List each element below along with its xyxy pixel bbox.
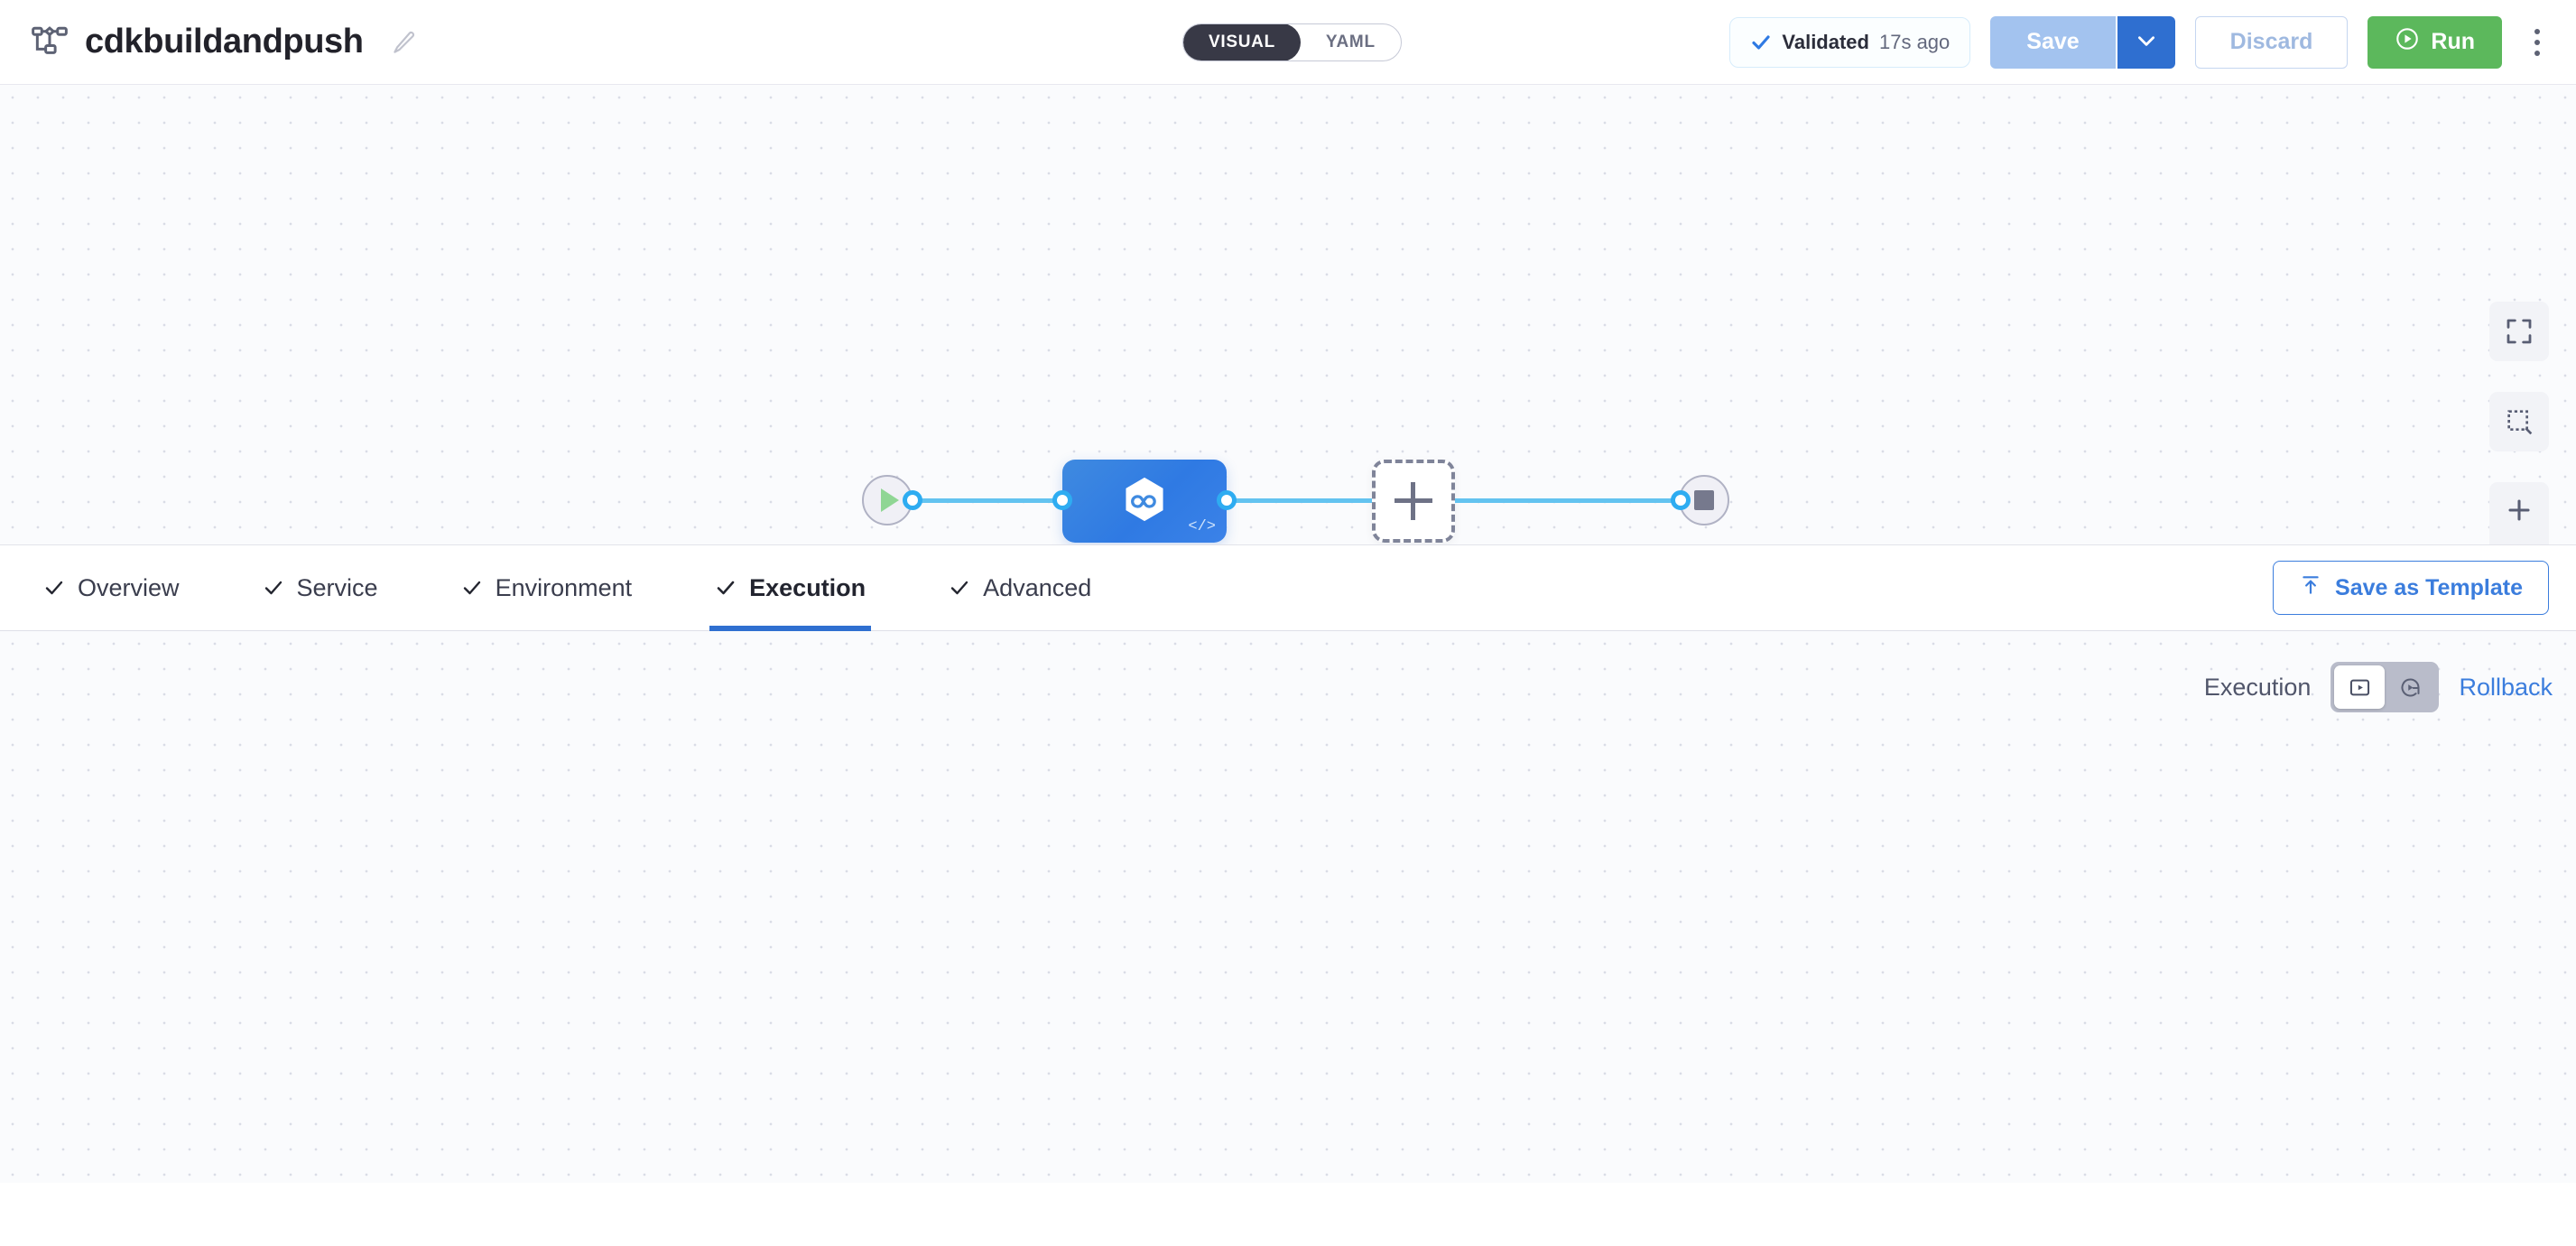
tab-overview[interactable]: Overview	[43, 544, 180, 631]
chevron-down-icon	[2135, 29, 2158, 55]
stage-graph: </> ckd Add Stage	[0, 85, 2576, 544]
kebab-menu-icon[interactable]	[2522, 19, 2553, 66]
save-as-template-label: Save as Template	[2335, 574, 2523, 600]
validated-timestamp: 17s ago	[1878, 30, 1951, 53]
edge-addstage-to-end	[1455, 498, 1679, 503]
edge-start-to-ckd	[913, 498, 1064, 503]
check-icon	[43, 577, 65, 599]
zoom-in-icon[interactable]	[2489, 482, 2549, 538]
tab-label: Environment	[495, 573, 633, 601]
config-tabs-bar: Overview Service Environment Execution A…	[0, 544, 2576, 632]
stage-graph-canvas[interactable]: </> ckd Add Stage	[0, 85, 2576, 544]
check-icon	[1750, 32, 1772, 53]
tab-service[interactable]: Service	[263, 544, 378, 631]
check-icon	[949, 577, 970, 599]
app-header: cdkbuildandpush VISUAL YAML Validated 17…	[0, 0, 2576, 85]
validated-label: Validated	[1782, 30, 1869, 53]
tab-label: Overview	[78, 573, 180, 601]
pencil-icon[interactable]	[391, 29, 418, 56]
check-icon	[461, 577, 483, 599]
cd-hexagon-icon	[1118, 473, 1171, 530]
view-mode-toggle[interactable]: VISUAL YAML	[1182, 23, 1402, 61]
kebab-dot	[2534, 50, 2540, 56]
execution-rollback-segmented-control	[2330, 662, 2440, 712]
fit-screen-icon[interactable]	[2489, 302, 2549, 361]
page-title: cdkbuildandpush	[85, 23, 364, 60]
rollback-view-icon[interactable]	[2385, 665, 2435, 709]
stop-icon	[1694, 490, 1714, 510]
status-badge-validated: Validated 17s ago	[1729, 16, 1971, 68]
tab-environment[interactable]: Environment	[461, 544, 633, 631]
mode-option-yaml[interactable]: YAML	[1325, 32, 1376, 51]
tab-label: Service	[296, 573, 378, 601]
mode-option-visual[interactable]: VISUAL	[1183, 23, 1301, 60]
zoom-out-icon[interactable]	[2489, 538, 2549, 544]
start-output-port[interactable]	[903, 490, 922, 510]
stage-node-ckd[interactable]: </> ckd	[1062, 460, 1227, 543]
add-stage-node[interactable]: Add Stage	[1372, 460, 1455, 543]
execution-toolbar: Execution Rollback	[2204, 662, 2553, 712]
execution-view-icon[interactable]	[2334, 665, 2386, 709]
zoom-controls	[2489, 482, 2549, 544]
pipeline-flow-icon	[31, 23, 69, 61]
play-circle-icon	[2395, 26, 2420, 58]
add-stage-button[interactable]	[1372, 460, 1455, 543]
discard-button[interactable]: Discard	[2194, 15, 2349, 69]
save-button-group: Save	[1990, 15, 2175, 69]
tab-advanced[interactable]: Advanced	[949, 544, 1091, 631]
execution-graph-canvas[interactable]: Execution Rollback build	[0, 631, 2576, 1183]
run-button-label: Run	[2431, 29, 2475, 54]
end-input-port[interactable]	[1671, 490, 1691, 510]
stage-yaml-badge[interactable]: </>	[1188, 518, 1216, 535]
kebab-dot	[2534, 39, 2540, 45]
upload-icon	[2299, 573, 2322, 603]
ckd-input-port[interactable]	[1052, 490, 1072, 510]
execution-graph: build	[0, 631, 2576, 1183]
edge-ckd-to-addstage	[1228, 498, 1372, 503]
check-icon	[715, 577, 737, 599]
canvas-tool-rail	[2489, 302, 2549, 544]
ckd-output-port[interactable]	[1217, 490, 1237, 510]
check-icon	[263, 577, 284, 599]
plus-icon	[1395, 482, 1432, 520]
tab-label: Execution	[749, 573, 866, 601]
execution-toolbar-label: Execution	[2203, 673, 2312, 701]
kebab-dot	[2534, 28, 2540, 34]
save-button[interactable]: Save	[1990, 15, 2116, 69]
save-dropdown-button[interactable]	[2115, 15, 2175, 69]
header-left-group: cdkbuildandpush	[31, 23, 418, 61]
run-button[interactable]: Run	[2368, 15, 2502, 69]
play-icon	[881, 488, 899, 512]
tab-execution[interactable]: Execution	[709, 544, 872, 632]
header-actions: Validated 17s ago Save Discard Run	[1729, 15, 2553, 69]
stage-card[interactable]: </>	[1062, 460, 1227, 543]
rollback-link[interactable]: Rollback	[2459, 673, 2553, 701]
save-as-template-button[interactable]: Save as Template	[2273, 561, 2549, 615]
tab-label: Advanced	[983, 573, 1092, 601]
selection-box-icon[interactable]	[2489, 392, 2549, 451]
